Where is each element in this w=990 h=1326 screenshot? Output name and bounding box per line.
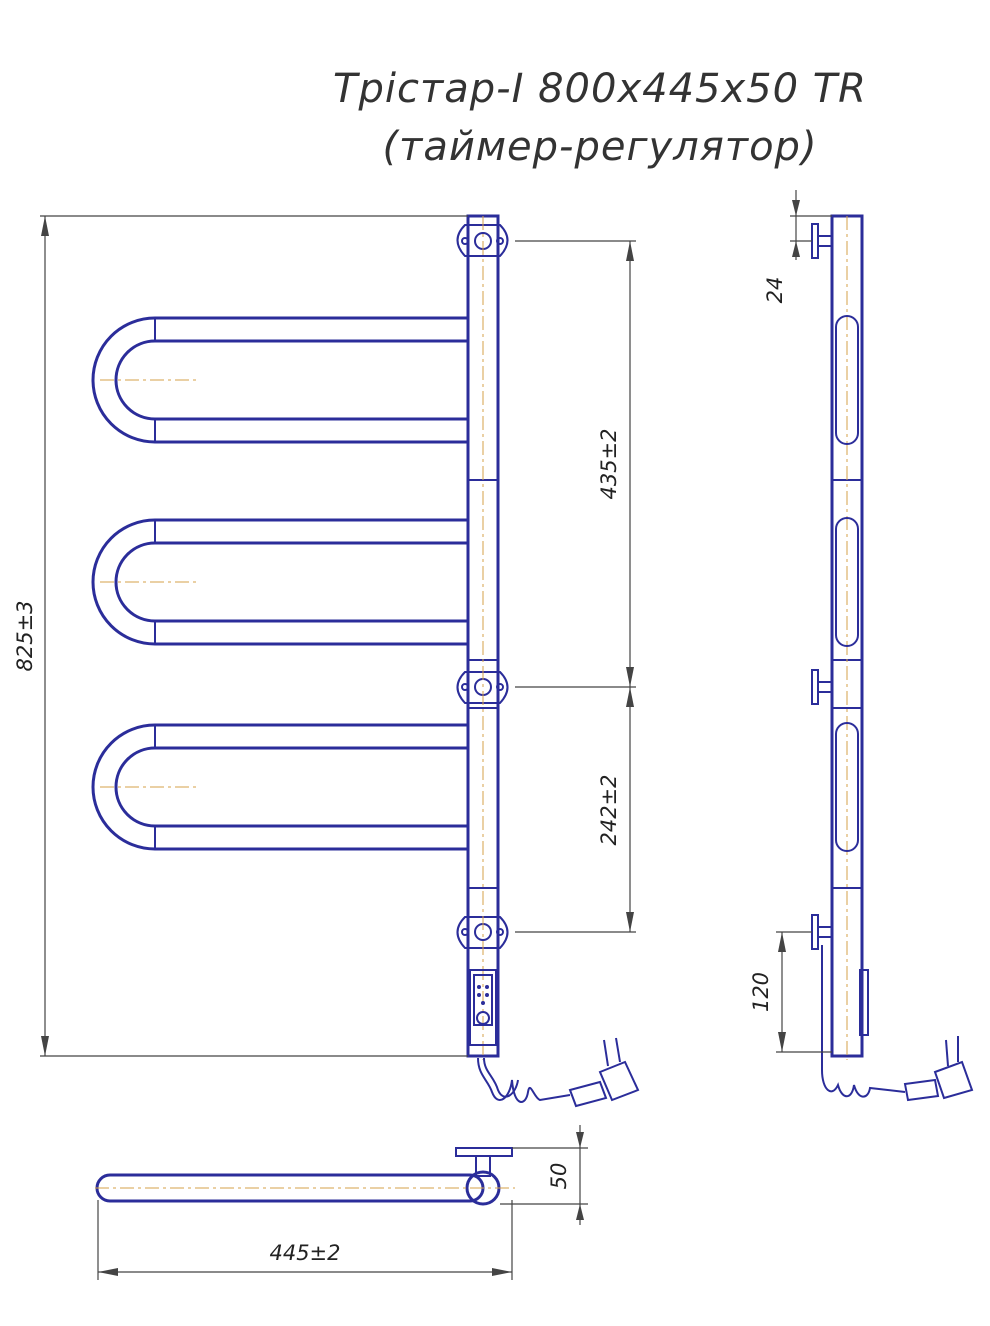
towel-loop-2 <box>91 518 468 646</box>
depth-label: 50 <box>547 1163 571 1190</box>
wall-bracket-icon <box>811 914 833 950</box>
towel-loop-3 <box>91 723 468 851</box>
plug-icon <box>903 1036 974 1102</box>
title-line-2: (таймер-регулятор) <box>382 124 817 170</box>
plug-icon <box>568 1037 640 1108</box>
controller-icon <box>469 969 497 1046</box>
side-view: 24 120 <box>749 190 974 1102</box>
bracket-offset-label: 24 <box>763 277 787 304</box>
width-label: 445±2 <box>269 1241 340 1265</box>
title-line-1: Трістар-I 800x445x50 TR <box>333 66 867 112</box>
top-view: 50 445±2 <box>95 1125 588 1280</box>
towel-loop-1 <box>91 316 468 444</box>
lower-mount-spacing-label: 242±2 <box>597 774 621 845</box>
front-view: 825±3 435±2 242±2 <box>13 214 640 1108</box>
cable-offset-label: 120 <box>749 972 773 1012</box>
upper-mount-spacing-label: 435±2 <box>597 428 621 499</box>
wall-bracket-icon <box>811 223 833 259</box>
wall-bracket-icon <box>811 669 833 705</box>
overall-height-label: 825±3 <box>13 600 37 671</box>
